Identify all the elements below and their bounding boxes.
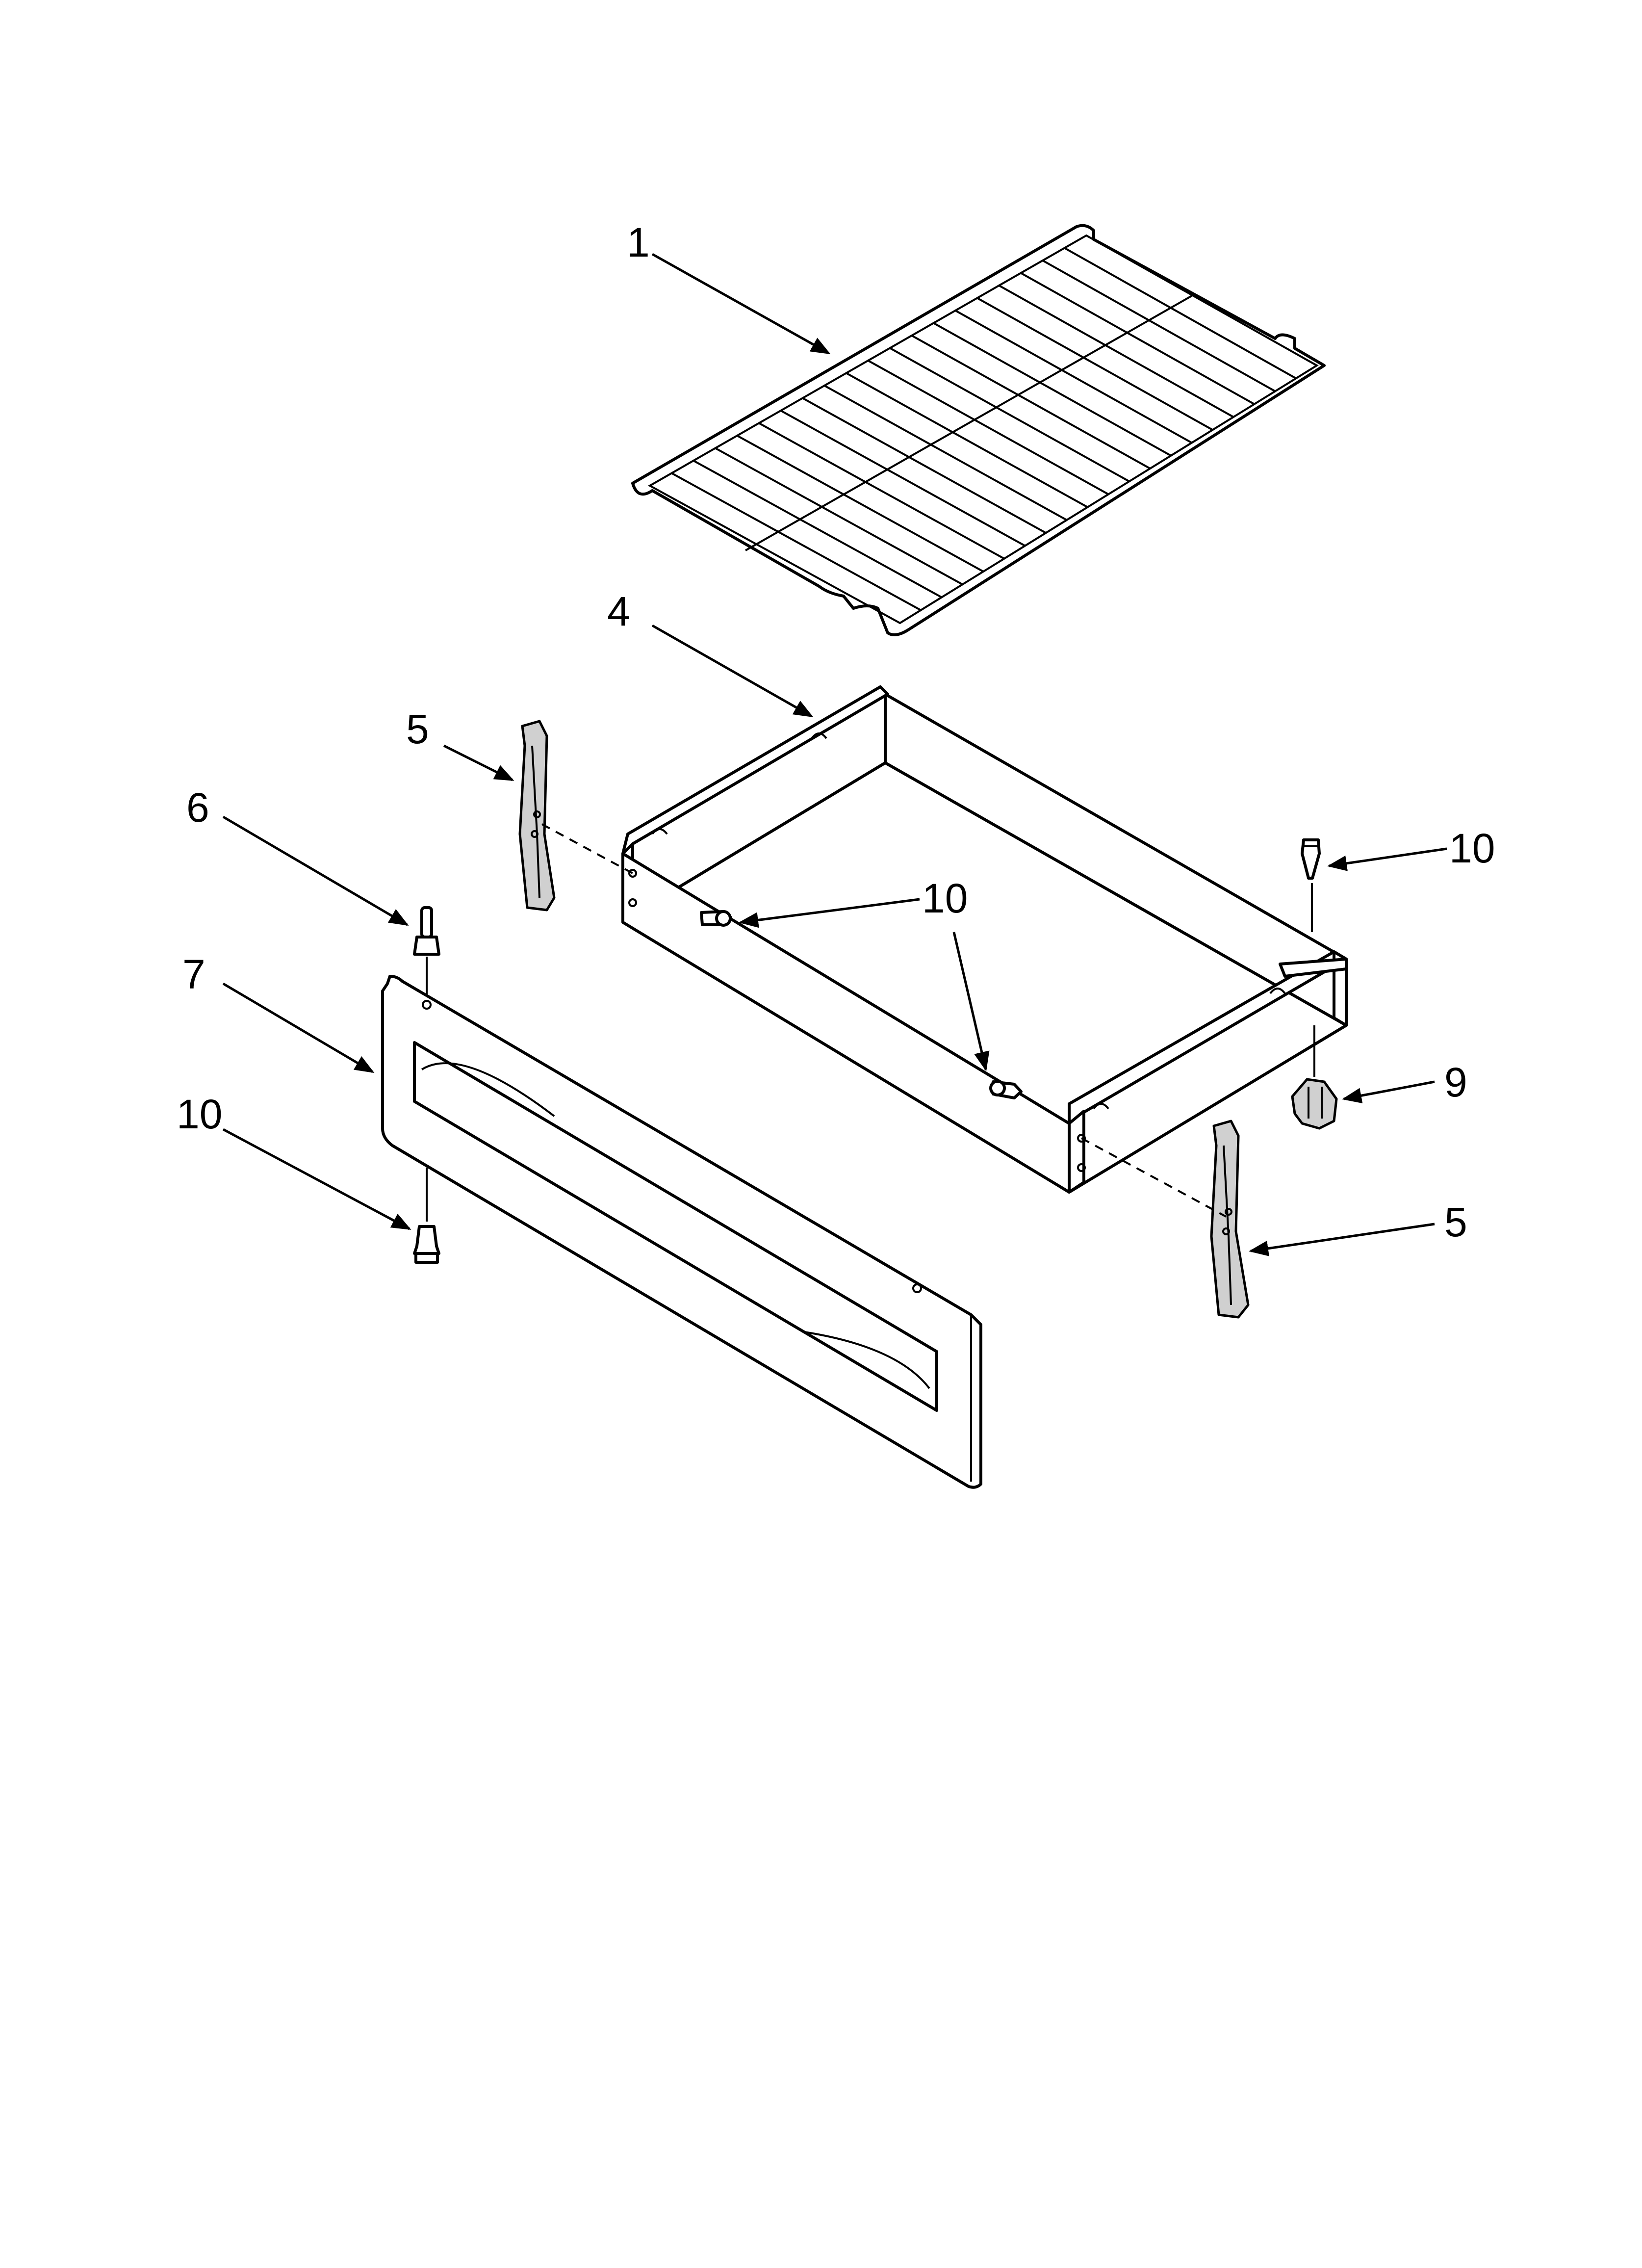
callout-5-right: 5 bbox=[1444, 1199, 1467, 1245]
rack-wire bbox=[715, 447, 963, 586]
drawer-body bbox=[621, 685, 1348, 1194]
rack-wire bbox=[911, 335, 1151, 469]
rack-wire bbox=[1042, 260, 1276, 392]
leader-7 bbox=[222, 982, 375, 1073]
rack-wire bbox=[955, 310, 1192, 444]
rack-wire bbox=[671, 472, 922, 611]
alignment-line-right bbox=[1081, 1137, 1227, 1218]
leader-10-right bbox=[1327, 847, 1447, 871]
rack-wire bbox=[933, 322, 1172, 457]
drawer-slide-right bbox=[1210, 1120, 1250, 1319]
rack-wire bbox=[868, 360, 1109, 495]
panel-pin bbox=[413, 906, 440, 996]
rack-wire bbox=[802, 397, 1047, 534]
rack-wire bbox=[1064, 247, 1297, 379]
leader-5-right bbox=[1249, 1223, 1435, 1256]
leader-9 bbox=[1342, 1080, 1435, 1104]
callout-10-right: 10 bbox=[1449, 825, 1495, 871]
rack-wire bbox=[1020, 272, 1255, 405]
rack-wire bbox=[999, 285, 1234, 418]
leader-5-left bbox=[443, 744, 514, 782]
screw-front-center bbox=[700, 910, 732, 927]
leader-6 bbox=[222, 815, 409, 926]
drawer-front-panel bbox=[381, 975, 982, 1489]
screw-top-right bbox=[1301, 838, 1321, 932]
screw-panel-bottom bbox=[413, 1168, 440, 1264]
rack-wire bbox=[976, 297, 1213, 431]
callout-6: 6 bbox=[186, 784, 209, 831]
callout-1: 1 bbox=[627, 219, 650, 265]
screw-drawer-right bbox=[989, 1080, 1023, 1099]
rack-wire bbox=[693, 460, 942, 599]
callout-5-left: 5 bbox=[406, 706, 429, 752]
drawer-clip bbox=[1291, 1025, 1338, 1130]
callout-10-center: 10 bbox=[922, 875, 968, 921]
drawer-slide-left bbox=[518, 720, 556, 912]
callout-4: 4 bbox=[607, 588, 630, 634]
leader-1 bbox=[651, 253, 831, 355]
rack-wire bbox=[737, 435, 984, 573]
rack-wire bbox=[889, 347, 1130, 482]
callout-7: 7 bbox=[182, 951, 205, 997]
leader-4 bbox=[651, 624, 814, 718]
rack-wire bbox=[846, 372, 1088, 508]
callout-leaders bbox=[222, 253, 1447, 1256]
leader-10-center-a bbox=[739, 898, 920, 928]
callout-10-left: 10 bbox=[177, 1091, 222, 1137]
leader-10-center-b bbox=[952, 932, 990, 1071]
oven-rack bbox=[631, 224, 1326, 636]
callout-labels: 1 4 5 6 7 10 10 10 9 5 bbox=[177, 219, 1495, 1245]
rack-wire bbox=[824, 385, 1067, 521]
alignment-line-left bbox=[541, 823, 633, 874]
leader-10-left bbox=[222, 1128, 411, 1230]
rack-wire bbox=[758, 422, 1005, 560]
callout-9: 9 bbox=[1444, 1059, 1467, 1105]
rack-wire bbox=[780, 410, 1026, 547]
